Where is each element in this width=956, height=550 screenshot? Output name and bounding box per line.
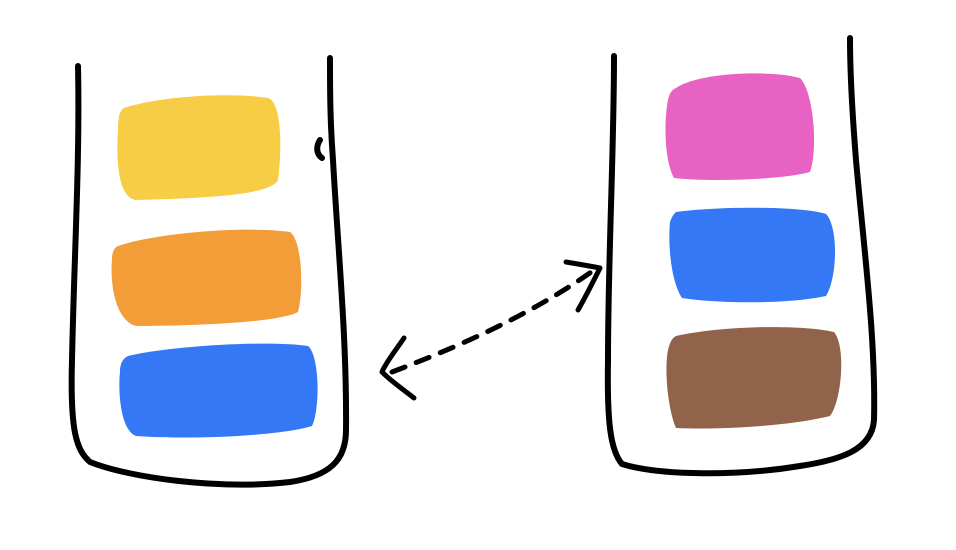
dashed-arrow-line bbox=[389, 267, 597, 375]
arrowhead-right bbox=[563, 259, 603, 313]
right-swatch-brown bbox=[666, 327, 842, 429]
arrowhead-left bbox=[379, 335, 417, 401]
left-swatch-orange bbox=[111, 229, 302, 326]
right-swatch-blue bbox=[669, 207, 835, 303]
left-swatch-yellow bbox=[117, 95, 281, 200]
left-container-outline bbox=[68, 55, 350, 488]
left-swatch-group bbox=[111, 95, 318, 438]
bidirectional-arrow bbox=[379, 259, 603, 401]
left-container-notch bbox=[314, 137, 325, 161]
right-swatch-group bbox=[665, 73, 842, 429]
right-swatch-pink bbox=[665, 73, 815, 180]
left-swatch-blue bbox=[119, 343, 318, 438]
right-container-outline bbox=[604, 35, 878, 477]
